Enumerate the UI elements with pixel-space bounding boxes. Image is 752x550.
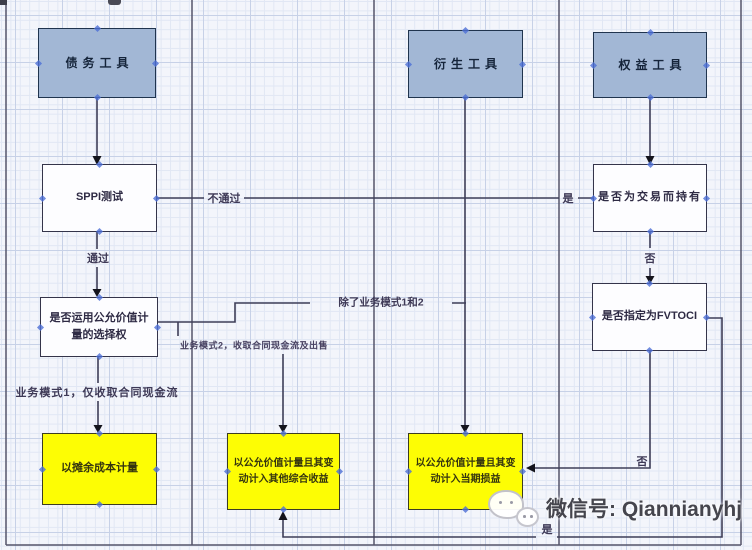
node-label: 是否指定为FVTOCI [601, 310, 698, 323]
arrowhead [92, 156, 102, 165]
connection-point [646, 28, 654, 37]
arrowhead [92, 289, 102, 297]
connector-fvtoci-no-fvtpl [533, 351, 651, 469]
arrowhead [526, 463, 535, 473]
wechat-eye [530, 515, 533, 518]
edge-label-trading-yes: 是 [562, 193, 574, 205]
node-derivative-instruments[interactable]: 衍生工具 [404, 26, 527, 102]
connection-point [34, 59, 43, 67]
watermark-text: 微信号: Qiannianyhj [546, 493, 742, 523]
edge-label-business-model-1: 业务模式1，仅收取合同现金流 [15, 387, 179, 399]
node-label: 以公允价值计量且其变动计入当期损益 [415, 458, 516, 485]
node-label: 以公允价值计量且其变动计入其他综合收益 [233, 458, 334, 485]
edge-label-sppi-pass: 通过 [87, 253, 109, 265]
watermark: 微信号: Qiannianyhj [486, 487, 742, 533]
watermark-label: 微信号: [546, 498, 616, 521]
wechat-eye [499, 501, 502, 504]
arrowhead [278, 425, 288, 433]
node-fair-value-option[interactable]: 是否运用公允价值计量的选择权 [36, 293, 162, 361]
watermark-id: Qiannianyhj [621, 498, 743, 521]
node-sppi-test[interactable]: SPPI测试 [38, 160, 161, 236]
connector-fvtoci-yes-fvoci [282, 317, 723, 538]
connection-point [38, 194, 47, 202]
connection-point [646, 160, 654, 169]
connection-point [95, 293, 103, 302]
arrowhead [645, 156, 655, 165]
arrowhead [460, 425, 470, 433]
connection-point [404, 60, 413, 68]
edge-label-except-models: 除了业务模式1和2 [338, 296, 424, 309]
arrowhead [93, 425, 103, 433]
connection-point [588, 313, 597, 321]
connection-point [93, 24, 101, 33]
wechat-eye [510, 501, 513, 504]
connector-except-models [158, 302, 466, 323]
node-amortized-cost[interactable]: 以摊余成本计量 [38, 429, 161, 509]
node-label: 是否为交易而持有 [598, 191, 702, 204]
node-fvoci[interactable]: 以公允价值计量且其变动计入其他综合收益 [223, 429, 344, 514]
edge-label-trading-no: 否 [644, 253, 656, 265]
connection-point [589, 61, 598, 69]
edge-label-designation-no: 否 [636, 456, 648, 468]
wechat-icon [486, 487, 542, 533]
connection-point [38, 465, 47, 473]
node-held-for-trading[interactable]: 是否为交易而持有 [589, 160, 711, 236]
arrowhead [278, 511, 288, 520]
lane-divider-lines [5, 0, 742, 546]
edge-label-designation-yes: 是 [541, 524, 553, 536]
top-edge-handle-artifact [108, 0, 121, 5]
wechat-eye [523, 515, 526, 518]
node-equity-instruments[interactable]: 权益工具 [589, 28, 711, 102]
edge-label-business-model-2: 业务模式2，收取合同现金流及出售 [179, 340, 329, 351]
node-label: 衍生工具 [433, 56, 502, 71]
edge-label-sppi-fail: 不通过 [207, 193, 241, 205]
screen-corner-artifact [0, 0, 7, 5]
node-label: 是否运用公允价值计量的选择权 [49, 311, 149, 341]
node-designated-fvtoci[interactable]: 是否指定为FVTOCI [588, 279, 711, 355]
node-label: SPPI测试 [75, 191, 124, 204]
node-label: 以摊余成本计量 [61, 462, 138, 475]
node-label: 权益工具 [618, 57, 687, 72]
connection-point [36, 323, 45, 331]
connection-point [589, 194, 598, 202]
node-label: 债务工具 [65, 55, 134, 70]
node-debt-instruments[interactable]: 债务工具 [34, 24, 160, 102]
wechat-bubble-small [516, 507, 539, 527]
